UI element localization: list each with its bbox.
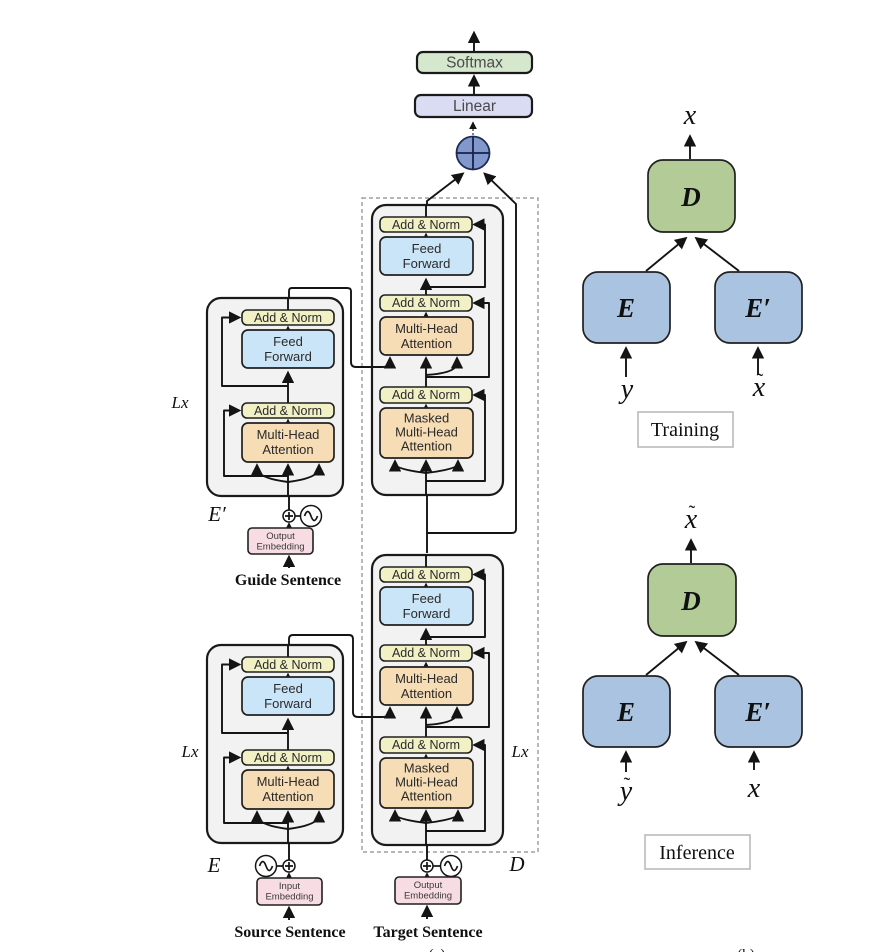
training-encoder-e-prime-box bbox=[714, 271, 803, 344]
training-input-x-tilde-label: x bbox=[752, 372, 766, 403]
target-sentence-label: Target Sentence bbox=[373, 924, 482, 941]
inference-caption-box bbox=[644, 834, 751, 870]
training-schematic: x D E E′ y x ˜ Training bbox=[582, 100, 803, 448]
training-output-label: x bbox=[683, 100, 697, 131]
d-input-chain: Output Embedding Target Sentence bbox=[373, 845, 483, 941]
inference-output-x-tilde-label: x bbox=[684, 504, 698, 535]
inference-input-y-tilde-label: y bbox=[617, 776, 633, 807]
e-input-chain: Input Embedding Source Sentence bbox=[234, 843, 346, 941]
figure-a: Softmax Linear Lx Lx E′ Output Embedding… bbox=[171, 30, 539, 952]
d-label: D bbox=[508, 852, 524, 876]
linear-label: Linear bbox=[453, 98, 496, 115]
inference-encoder-e-prime-label: E′ bbox=[744, 697, 771, 727]
source-sentence-label: Source Sentence bbox=[234, 924, 345, 941]
decoder-dashed-boundary bbox=[361, 197, 539, 853]
training-decoder-label: D bbox=[680, 182, 701, 212]
inference-decoder-label: D bbox=[680, 586, 701, 616]
tilde-accent: ˜ bbox=[689, 502, 696, 524]
e-label: E bbox=[207, 853, 221, 877]
input-embedding-label: Input bbox=[279, 881, 300, 892]
training-decoder-box bbox=[647, 159, 736, 233]
inference-encoder-e-box bbox=[582, 675, 671, 748]
tilde-accent: ˜ bbox=[757, 370, 764, 392]
e-prime-input-chain: Output Embedding Guide Sentence bbox=[235, 496, 341, 589]
encoder-e-block bbox=[207, 645, 343, 843]
training-caption-box bbox=[637, 411, 734, 448]
input-embedding-box bbox=[256, 877, 323, 906]
caption-b: (b) bbox=[737, 947, 755, 952]
training-encoder-e-box bbox=[582, 271, 671, 344]
input-embedding-label: Embedding bbox=[265, 892, 313, 903]
figure-b: x D E E′ y x ˜ Training x ˜ D bbox=[582, 100, 803, 952]
training-encoder-e-label: E bbox=[616, 293, 635, 323]
output-embedding-label: Output bbox=[266, 531, 295, 542]
main-connectors bbox=[288, 30, 517, 718]
inference-schematic: x ˜ D E E′ y ˜ x Inference bbox=[582, 502, 803, 870]
decoder-loop-count: Lx bbox=[511, 742, 529, 761]
inference-decoder-box bbox=[647, 563, 737, 637]
e-prime-label: E′ bbox=[207, 502, 226, 526]
combine-plus-circle bbox=[455, 135, 491, 171]
softmax-label: Softmax bbox=[446, 55, 503, 72]
e-prime-loop-count: Lx bbox=[171, 393, 189, 412]
softmax-box bbox=[415, 50, 534, 75]
e-loop-count: Lx bbox=[181, 742, 199, 761]
output-embedding-label: Embedding bbox=[404, 891, 452, 902]
output-embedding-box bbox=[394, 876, 462, 905]
linear-box bbox=[413, 93, 534, 119]
output-embedding-label: Embedding bbox=[256, 542, 304, 553]
training-input-y-label: y bbox=[618, 374, 634, 405]
inference-encoder-e-prime-box bbox=[714, 675, 803, 748]
encoder-e-prime-block bbox=[207, 298, 343, 496]
inference-caption: Inference bbox=[659, 842, 735, 864]
training-encoder-e-prime-label: E′ bbox=[744, 293, 771, 323]
inference-encoder-e-label: E bbox=[616, 697, 635, 727]
decoder-block-upper bbox=[372, 205, 503, 495]
output-embedding-box bbox=[247, 527, 314, 555]
output-embedding-label: Output bbox=[414, 880, 443, 891]
tilde-accent: ˜ bbox=[624, 774, 631, 796]
training-caption: Training bbox=[651, 419, 719, 441]
caption-a: (a) bbox=[429, 947, 446, 952]
guide-sentence-label: Guide Sentence bbox=[235, 572, 341, 589]
decoder-block-lower bbox=[372, 555, 503, 845]
inference-input-x-label: x bbox=[747, 773, 761, 804]
